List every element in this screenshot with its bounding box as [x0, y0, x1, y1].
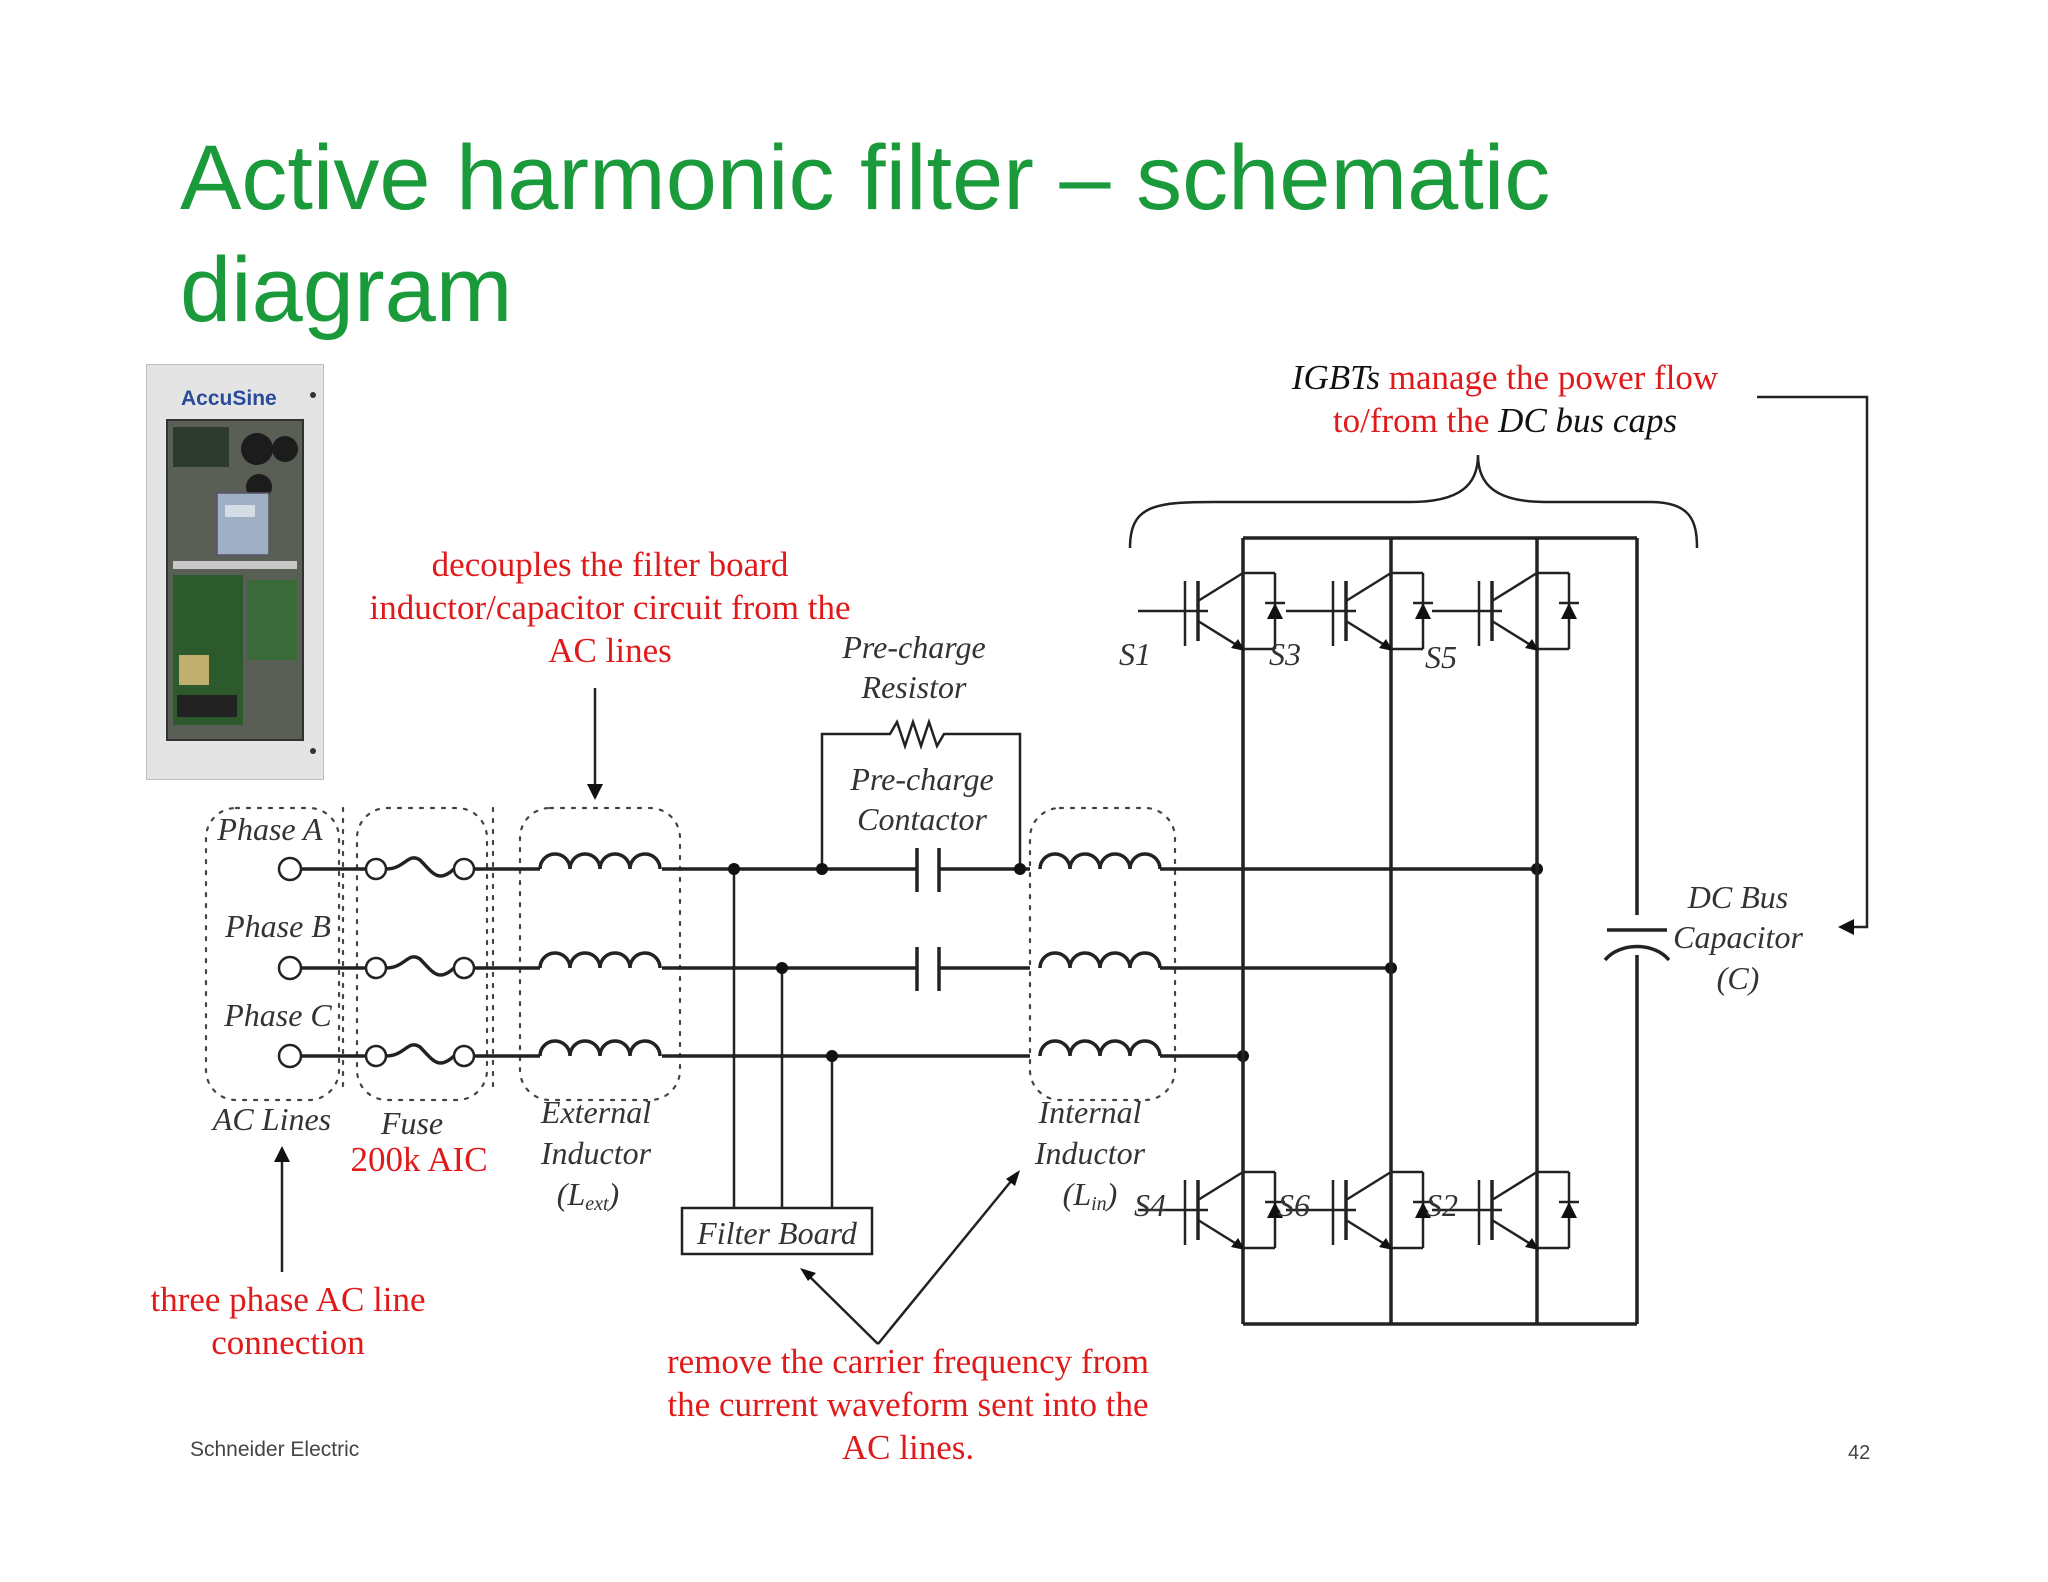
switch-s3-label: S3: [1269, 636, 1301, 672]
aic-rating-label: 200k AIC: [350, 1140, 487, 1179]
three-phase-annotation-line1: three phase AC line: [150, 1280, 425, 1319]
precharge-resistor-label-2: Resistor: [861, 669, 967, 705]
carrier-annotation-line2: the current waveform sent into the: [667, 1385, 1148, 1424]
igbt-annotation-line1: IGBTs manage the power flow: [1291, 358, 1719, 397]
accusine-unit-photo: AccuSine: [146, 364, 324, 780]
internal-inductor-coils: [1038, 852, 1162, 1057]
internal-inductor-label-2: Inductor: [1034, 1135, 1146, 1171]
external-inductor-label-1: External: [540, 1094, 651, 1130]
dotted-enclosures: [204, 806, 1177, 1102]
precharge-contactor-label-1: Pre-charge: [849, 761, 993, 797]
precharge-resistor-label-1: Pre-charge: [841, 629, 985, 665]
switch-s5-label: S5: [1425, 639, 1457, 675]
fuse-label: Fuse: [380, 1105, 443, 1141]
annotation-arrows: [274, 395, 1869, 1345]
switch-s4-label: S4: [1134, 1187, 1166, 1223]
igbt-annotation-line2: to/from the DC bus caps: [1333, 401, 1677, 440]
igbt-switches: [1138, 571, 1579, 1250]
footer-page-number: 42: [1848, 1442, 1871, 1464]
external-inductor-coils: [538, 852, 662, 1057]
carrier-annotation-line1: remove the carrier frequency from: [667, 1342, 1149, 1381]
ac-line-terminals: [277, 856, 303, 1069]
external-inductor-label-2: Inductor: [540, 1135, 652, 1171]
filter-board-label: Filter Board: [696, 1215, 858, 1251]
internal-inductor-label-1: Internal: [1037, 1094, 1141, 1130]
decouple-annotation-line2: inductor/capacitor circuit from the: [369, 588, 850, 627]
ac-lines-label: AC Lines: [211, 1101, 331, 1137]
igbt-brace: [1128, 454, 1699, 549]
dc-bus-capacitor: [1603, 928, 1671, 962]
external-inductor-label-3: (Lext): [557, 1176, 619, 1215]
phase-wires: [302, 867, 1537, 1058]
slide-title: Active harmonic filter – schematic diagr…: [180, 127, 1551, 341]
fuses: [364, 856, 476, 1068]
dc-bus-label-1: DC Bus: [1687, 879, 1788, 915]
precharge-resistor: [820, 718, 1022, 869]
decouple-annotation-line3: AC lines: [548, 631, 671, 670]
dc-bus-label-3: (C): [1717, 960, 1760, 996]
precharge-contactor-symbols: [915, 848, 941, 991]
inverter-bridge: [1241, 536, 1639, 1326]
switch-s2-label: S2: [1426, 1187, 1458, 1223]
junction-dots: [728, 863, 1543, 1062]
photo-brand-label: AccuSine: [181, 387, 277, 410]
phase-a-label: Phase A: [216, 811, 323, 847]
dc-bus-label-2: Capacitor: [1673, 919, 1803, 955]
internal-inductor-label-3: (Lin): [1063, 1176, 1118, 1215]
filter-board-connections: [680, 869, 874, 1256]
decouple-annotation-line1: decouples the filter board: [432, 545, 789, 584]
precharge-contactor-label-2: Contactor: [857, 801, 987, 837]
phase-c-label: Phase C: [223, 997, 332, 1033]
unit-interior-graphic: [166, 392, 316, 754]
switch-s6-label: S6: [1278, 1187, 1310, 1223]
footer-company: Schneider Electric: [190, 1438, 360, 1461]
switch-s1-label: S1: [1119, 636, 1151, 672]
three-phase-annotation-line2: connection: [211, 1323, 365, 1362]
carrier-annotation-line3: AC lines.: [842, 1428, 974, 1467]
phase-b-label: Phase B: [224, 908, 331, 944]
